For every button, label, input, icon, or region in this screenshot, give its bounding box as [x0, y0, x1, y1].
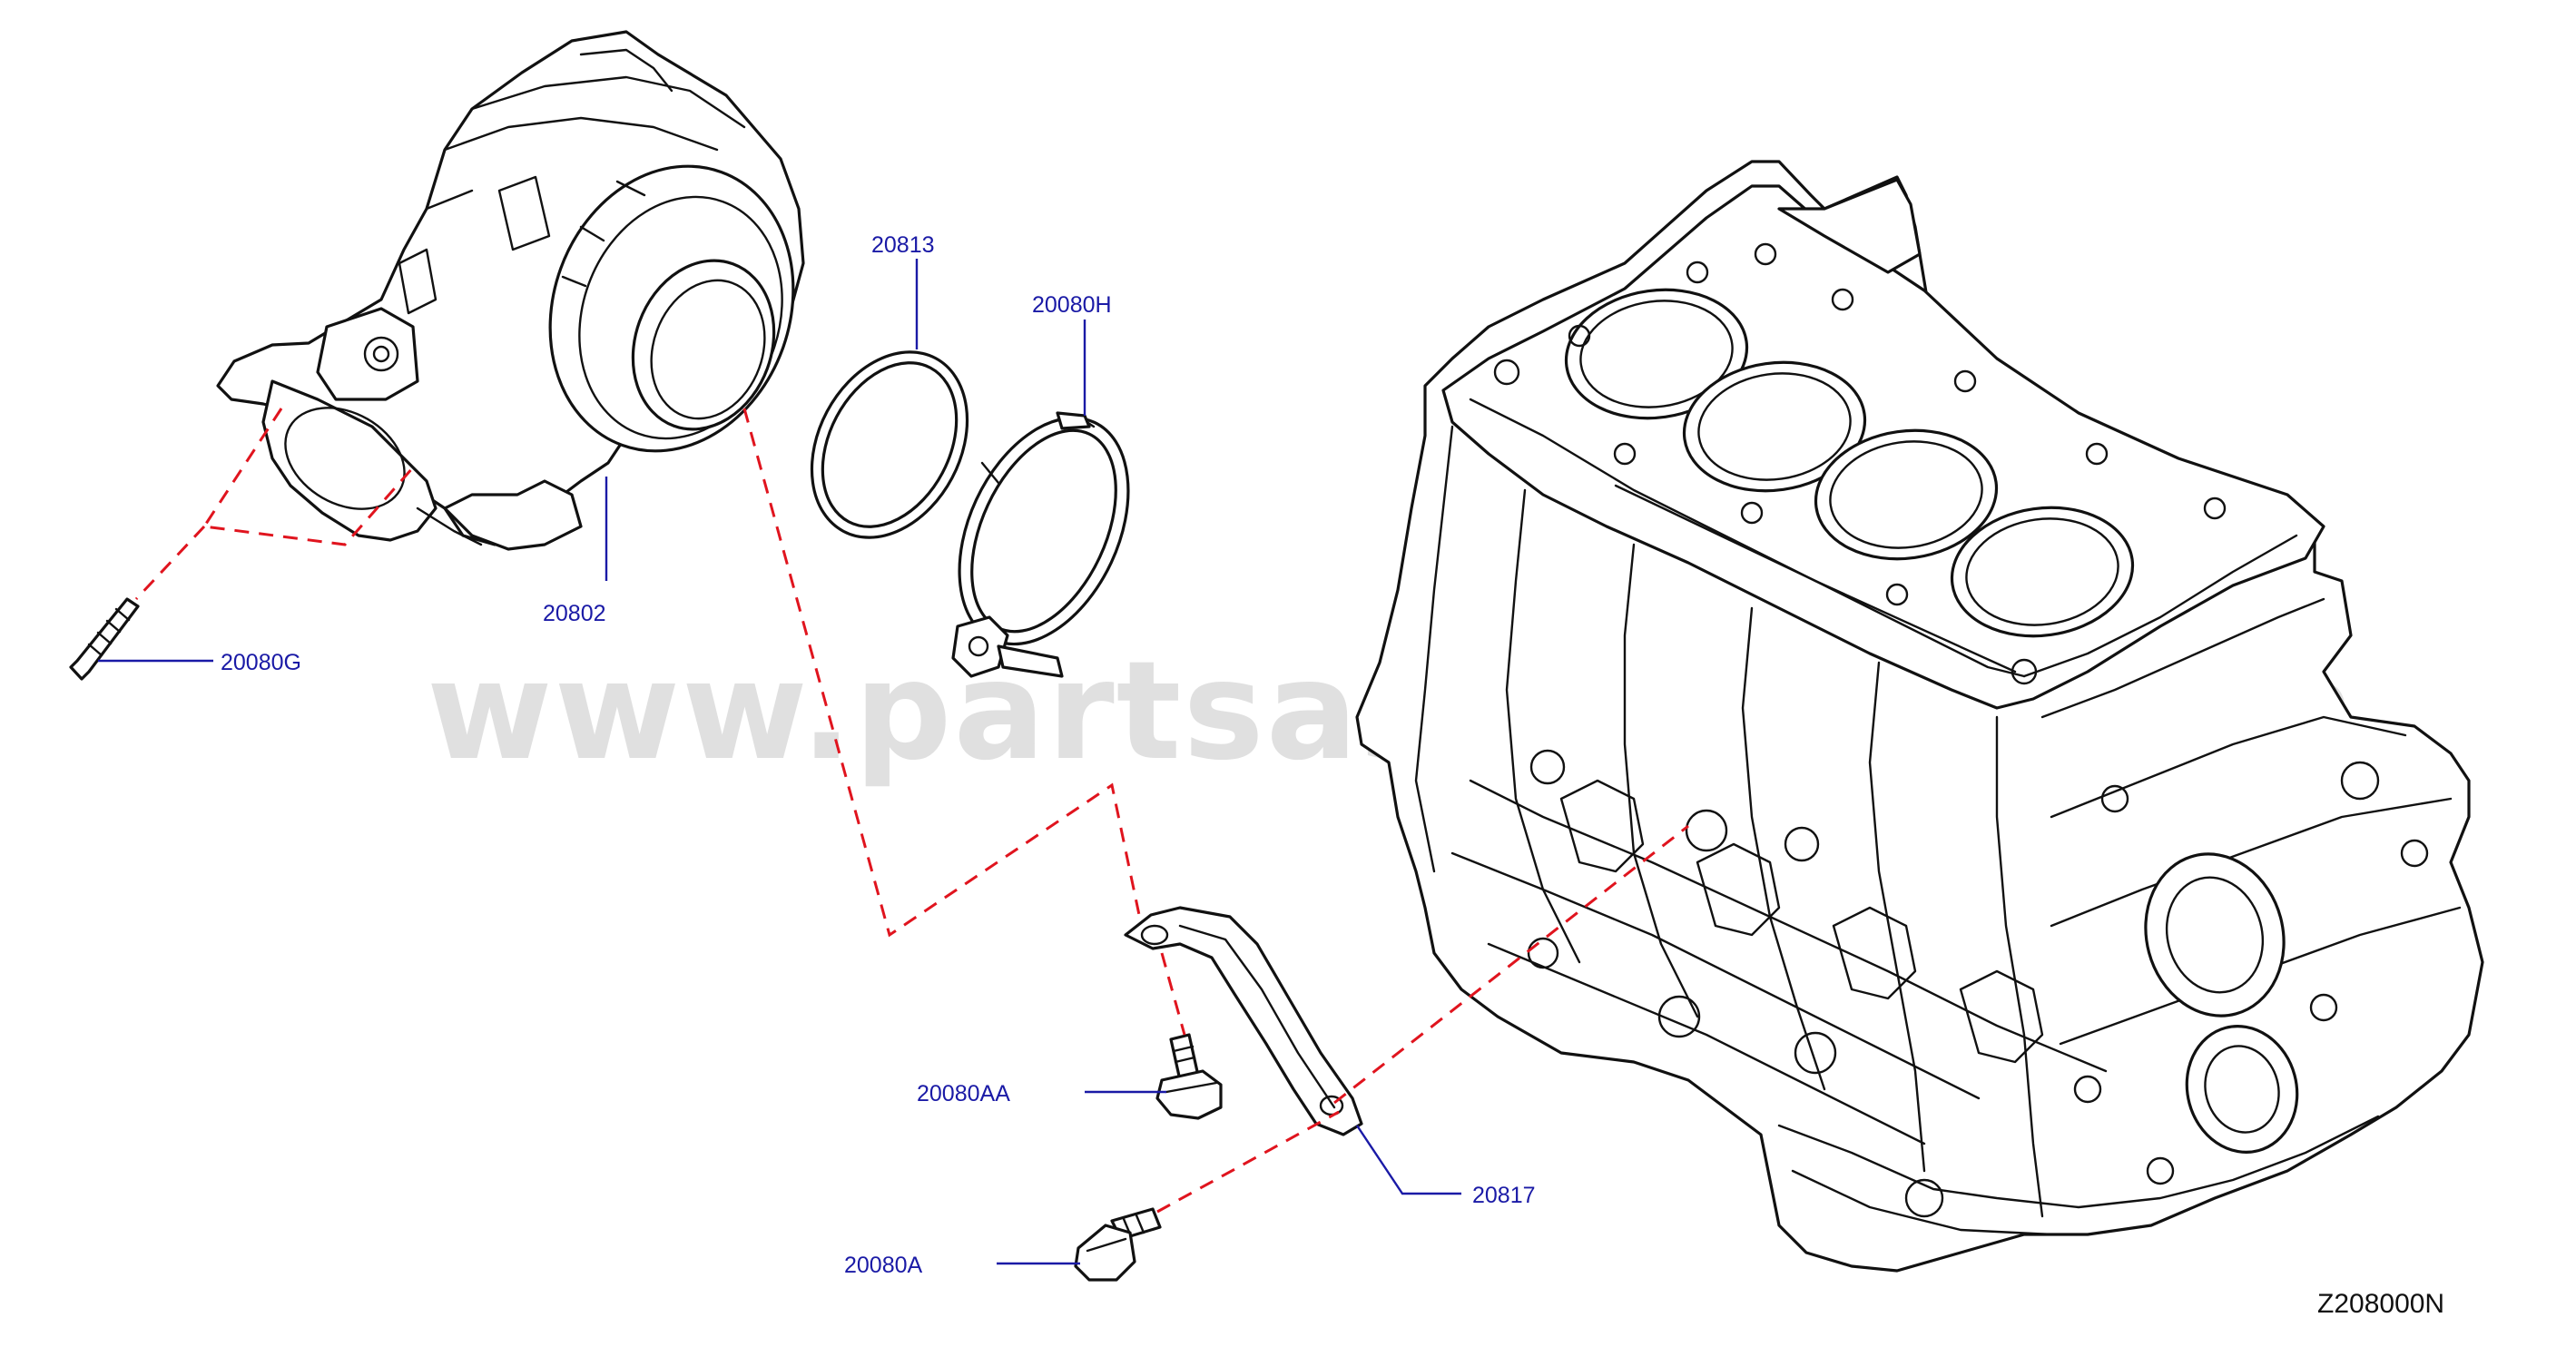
assembly-lines: [134, 408, 1689, 1214]
callout-20080A: 20080A: [844, 1253, 923, 1278]
gasket-ring-illustration: [810, 350, 969, 539]
callout-20080G: 20080G: [221, 650, 301, 675]
flange-bolt-lower-illustration: [1074, 1207, 1162, 1282]
support-bracket-illustration: [1124, 906, 1363, 1136]
leader-lines: [98, 259, 1461, 1265]
catalytic-converter-illustration: [216, 30, 805, 551]
callout-20080AA: 20080AA: [917, 1081, 1010, 1106]
engine-block-illustration: [1355, 160, 2484, 1273]
diagram-reference-code: Z208000N: [2317, 1289, 2444, 1319]
callout-20817: 20817: [1472, 1183, 1536, 1208]
callout-20813: 20813: [871, 232, 935, 258]
callout-20802: 20802: [543, 601, 606, 626]
stud-illustration: [69, 597, 140, 681]
callout-20080H: 20080H: [1032, 292, 1112, 318]
flange-bolt-upper-illustration: [1155, 1033, 1223, 1120]
clamp-illustration: [951, 411, 1130, 678]
